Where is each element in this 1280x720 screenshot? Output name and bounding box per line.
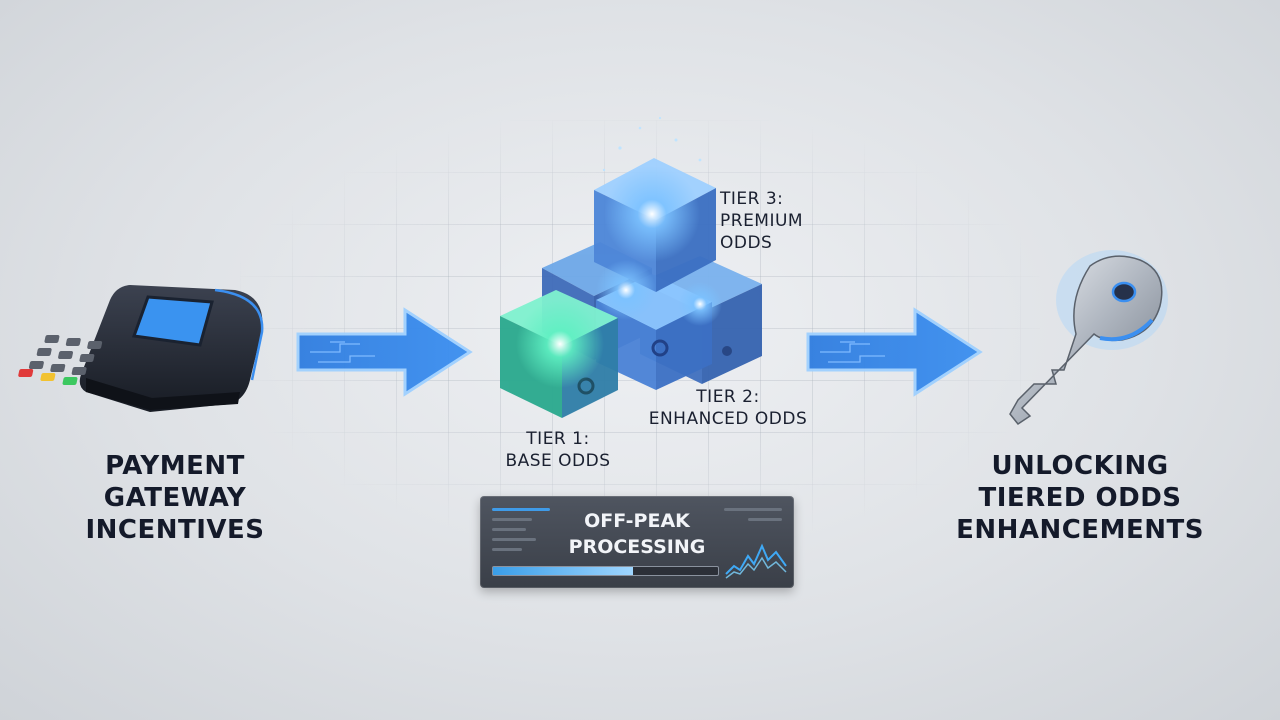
card-terminal-icon	[18, 285, 264, 412]
panel-title-line: OFF-PEAK	[584, 510, 690, 532]
caption-line: GATEWAY	[103, 483, 247, 513]
tier-label-line: TIER 1:	[526, 429, 590, 449]
decorative-line	[492, 528, 526, 531]
panel-title: OFF-PEAK PROCESSING	[540, 508, 734, 560]
tier-label-line: PREMIUM	[720, 211, 804, 231]
tier-label-line: TIER 3:	[720, 189, 784, 209]
tier-label-line: ODDS	[720, 233, 773, 253]
decorative-line	[492, 538, 536, 541]
caption-line: TIERED ODDS	[978, 483, 1182, 513]
caption-line: ENHANCEMENTS	[956, 515, 1204, 545]
caption-line: PAYMENT	[105, 451, 245, 481]
decorative-line	[492, 508, 550, 511]
tier-label-line: TIER 2:	[696, 387, 760, 407]
key-icon	[1009, 250, 1168, 426]
decorative-line	[748, 518, 782, 521]
tier-3-label: TIER 3: PREMIUM ODDS	[720, 188, 803, 254]
arrow-right-icon	[806, 307, 983, 397]
decorative-line	[724, 508, 782, 511]
tier-label-line: BASE ODDS	[505, 451, 611, 471]
tiered-odds-caption: UNLOCKING TIERED ODDS ENHANCEMENTS	[945, 450, 1215, 546]
arrow-right-icon	[296, 307, 473, 397]
decorative-line	[492, 518, 532, 521]
sparkline-icon	[725, 543, 787, 579]
panel-title-line: PROCESSING	[568, 536, 706, 558]
caption-line: INCENTIVES	[85, 515, 265, 545]
off-peak-processing-panel: OFF-PEAK PROCESSING	[480, 496, 794, 588]
tier-label-line: ENHANCED ODDS	[648, 409, 808, 429]
progress-bar-fill	[493, 567, 633, 575]
decorative-line	[492, 548, 522, 551]
tier-1-label: TIER 1: BASE ODDS	[490, 428, 626, 472]
tier-cubes-icon	[500, 116, 762, 418]
caption-line: UNLOCKING	[991, 451, 1169, 481]
progress-bar	[492, 566, 719, 576]
tier-2-label: TIER 2: ENHANCED ODDS	[630, 386, 826, 430]
payment-gateway-caption: PAYMENT GATEWAY INCENTIVES	[60, 450, 290, 546]
